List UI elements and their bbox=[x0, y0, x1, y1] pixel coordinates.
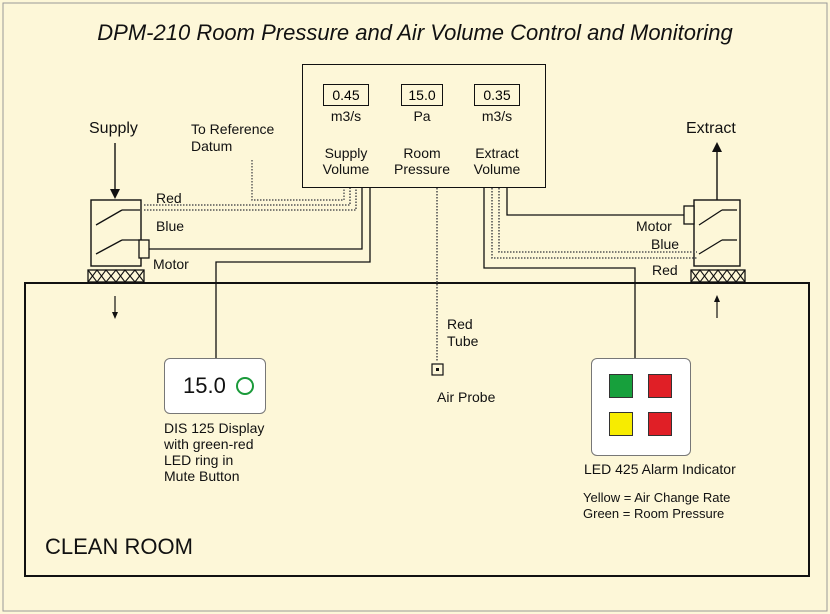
clean-room-label: CLEAN ROOM bbox=[45, 534, 193, 559]
supply-diffuser bbox=[87, 269, 145, 283]
extract-arrow-head bbox=[712, 142, 722, 152]
alarm-caption: LED 425 Alarm Indicator bbox=[584, 461, 736, 477]
clean-room-outline bbox=[24, 282, 810, 577]
display-caption-2: with green-red bbox=[164, 436, 254, 452]
room-pressure-label-1: Room bbox=[403, 145, 441, 161]
alarm-led-green bbox=[609, 374, 633, 398]
supply-volume-readout: 0.45 bbox=[323, 84, 369, 106]
display-cable bbox=[215, 188, 371, 358]
air-probe-label: Air Probe bbox=[437, 389, 496, 405]
room-pressure-unit: Pa bbox=[413, 108, 431, 124]
alarm-led-yellow bbox=[609, 412, 633, 436]
alarm-led-red-top bbox=[648, 374, 672, 398]
mute-button-led-ring-icon[interactable] bbox=[236, 377, 254, 395]
supply-motor bbox=[138, 239, 150, 259]
red-tube-label-2: Tube bbox=[447, 333, 479, 349]
extract-motor-cable bbox=[506, 188, 684, 216]
alarm-legend-2: Green = Room Pressure bbox=[583, 506, 725, 521]
room-pressure-label-2: Pressure bbox=[393, 161, 451, 177]
supply-motor-cable bbox=[149, 188, 363, 250]
extract-volume-readout: 0.35 bbox=[474, 84, 520, 106]
extract-volume-label-1: Extract bbox=[475, 145, 519, 161]
supply-damper bbox=[90, 199, 142, 267]
air-probe bbox=[431, 363, 444, 376]
extract-blue-label: Blue bbox=[651, 236, 680, 252]
extract-damper bbox=[693, 199, 741, 267]
alarm-legend-1: Yellow = Air Change Rate bbox=[583, 490, 731, 505]
extract-label: Extract bbox=[686, 120, 736, 137]
display-value: 15.0 bbox=[183, 373, 226, 398]
reference-datum-tube bbox=[251, 160, 345, 201]
alarm-cable bbox=[483, 188, 636, 358]
supply-arrow-head bbox=[110, 189, 120, 199]
extract-red-wire bbox=[491, 188, 697, 259]
supply-volume-unit: m3/s bbox=[330, 108, 362, 124]
reference-datum-label-2: Datum bbox=[191, 138, 233, 154]
led-425-alarm-indicator bbox=[591, 358, 691, 456]
display-caption-3: LED ring in bbox=[164, 452, 234, 468]
room-pressure-readout: 15.0 bbox=[401, 84, 443, 106]
supply-label: Supply bbox=[89, 120, 138, 137]
supply-red-wire bbox=[144, 188, 351, 206]
extract-red-label: Red bbox=[652, 262, 678, 278]
supply-red-label: Red bbox=[156, 190, 182, 206]
display-caption-4: Mute Button bbox=[164, 468, 240, 484]
extract-blue-wire bbox=[498, 188, 697, 253]
extract-motor bbox=[683, 205, 695, 225]
extract-motor-label: Motor bbox=[636, 218, 672, 234]
diagram-title: DPM-210 Room Pressure and Air Volume Con… bbox=[97, 20, 733, 45]
display-caption-1: DIS 125 Display bbox=[164, 420, 265, 436]
supply-motor-label: Motor bbox=[153, 256, 189, 272]
supply-volume-label-1: Supply bbox=[324, 145, 368, 161]
supply-volume-label-2: Volume bbox=[322, 161, 370, 177]
extract-volume-label-2: Volume bbox=[473, 161, 521, 177]
reference-datum-label-1: To Reference bbox=[191, 121, 275, 137]
alarm-led-red-bottom bbox=[648, 412, 672, 436]
extract-volume-unit: m3/s bbox=[481, 108, 513, 124]
supply-blue-label: Blue bbox=[156, 218, 185, 234]
red-tube-label-1: Red bbox=[447, 316, 473, 332]
